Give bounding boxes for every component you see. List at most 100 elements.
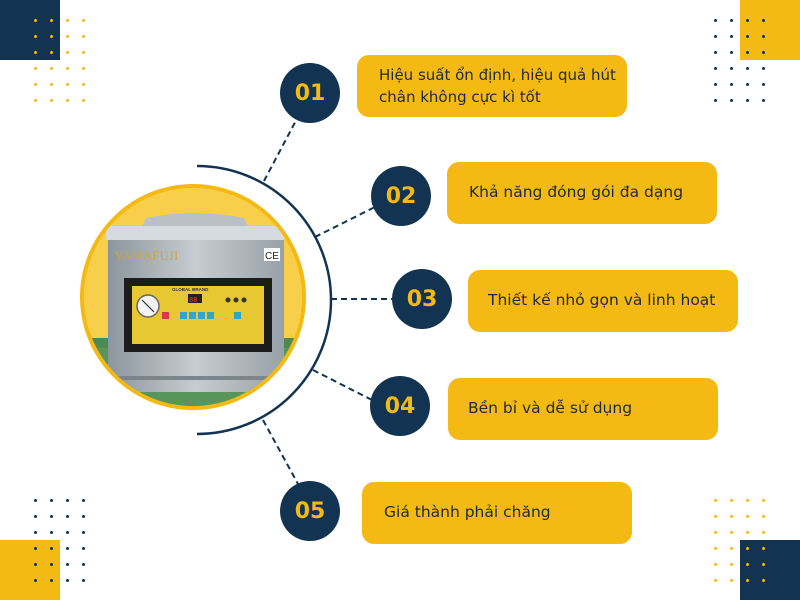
decor-dot (762, 83, 765, 86)
feature-number-05: 05 (280, 481, 340, 541)
decor-dot (34, 35, 37, 38)
decor-dot (82, 19, 85, 22)
panel-label: GLOBAL BRAND (172, 287, 209, 292)
decor-dot (730, 563, 733, 566)
decor-dot (50, 515, 53, 518)
feature-box-02: Khả năng đóng gói đa dạng (447, 162, 717, 224)
decor-dot (730, 67, 733, 70)
connector-04 (312, 369, 373, 401)
feature-number-03: 03 (392, 269, 452, 329)
dot-grid-top-left (34, 19, 98, 115)
decor-dot (746, 99, 749, 102)
feature-number-01: 01 (280, 63, 340, 123)
decor-dot (50, 579, 53, 582)
decor-dot (714, 531, 717, 534)
decor-dot (714, 99, 717, 102)
decor-dot (66, 515, 69, 518)
decor-dot (66, 499, 69, 502)
decor-dot (34, 563, 37, 566)
feature-number-02: 02 (371, 166, 431, 226)
decor-dot (82, 579, 85, 582)
decor-dot (34, 579, 37, 582)
feature-text: Hiệu suất ổn định, hiệu quả hút chân khô… (379, 65, 616, 107)
display-value: 88 (189, 296, 197, 304)
decor-dot (746, 563, 749, 566)
decor-dot (746, 547, 749, 550)
corner-square-bottom-right (740, 540, 800, 600)
decor-dot (714, 563, 717, 566)
connector-02 (314, 206, 376, 238)
decor-dot (34, 499, 37, 502)
corner-square-top-left (0, 0, 60, 60)
decor-dot (714, 19, 717, 22)
decor-dot (66, 19, 69, 22)
decor-dot (730, 19, 733, 22)
decor-dot (82, 35, 85, 38)
decor-dot (746, 499, 749, 502)
connector-01 (263, 112, 301, 182)
decor-dot (66, 579, 69, 582)
feature-box-01: Hiệu suất ổn định, hiệu quả hút chân khô… (357, 55, 627, 117)
decor-dot (50, 499, 53, 502)
feature-number-label: 05 (294, 498, 326, 524)
feature-box-03: Thiết kế nhỏ gọn và linh hoạt (468, 270, 738, 332)
decor-dot (66, 83, 69, 86)
decor-dot (82, 499, 85, 502)
decor-dot (746, 67, 749, 70)
dot-grid-bottom-left (34, 499, 98, 595)
decor-dot (714, 67, 717, 70)
feature-text: Bền bỉ và dễ sử dụng (468, 399, 633, 418)
decor-dot (50, 531, 53, 534)
decor-dot (762, 547, 765, 550)
decor-dot (82, 531, 85, 534)
decor-dot (746, 19, 749, 22)
decor-dot (762, 35, 765, 38)
decor-dot (762, 99, 765, 102)
decor-dot (762, 67, 765, 70)
ce-mark: CE (265, 251, 279, 262)
feature-text: Thiết kế nhỏ gọn và linh hoạt (488, 291, 716, 310)
corner-square-bottom-left (0, 540, 60, 600)
brand-label: YAMAFUJI (114, 248, 178, 263)
dot-grid-top-right (714, 19, 778, 115)
decor-dot (714, 547, 717, 550)
decor-dot (762, 563, 765, 566)
product-photo: YAMAFUJI CE 88 GLOBAL BRAND (80, 184, 306, 410)
decor-dot (82, 99, 85, 102)
feature-number-label: 02 (385, 183, 417, 209)
decor-dot (50, 83, 53, 86)
decor-dot (714, 515, 717, 518)
decor-dot (34, 531, 37, 534)
decor-dot (746, 531, 749, 534)
decor-dot (730, 531, 733, 534)
decor-dot (730, 547, 733, 550)
decor-dot (82, 563, 85, 566)
feature-text: Giá thành phải chăng (384, 503, 551, 522)
feature-number-label: 01 (294, 80, 326, 106)
decor-dot (82, 51, 85, 54)
decor-dot (50, 563, 53, 566)
decor-dot (746, 51, 749, 54)
decor-dot (66, 67, 69, 70)
decor-dot (50, 35, 53, 38)
corner-square-top-right (740, 0, 800, 60)
feature-box-04: Bền bỉ và dễ sử dụng (448, 378, 718, 440)
decor-dot (730, 35, 733, 38)
decor-dot (730, 83, 733, 86)
feature-box-05: Giá thành phải chăng (362, 482, 632, 544)
decor-dot (66, 563, 69, 566)
decor-dot (66, 51, 69, 54)
decor-dot (50, 51, 53, 54)
decor-dot (762, 499, 765, 502)
feature-number-label: 04 (384, 393, 416, 419)
decor-dot (82, 83, 85, 86)
decor-dot (34, 515, 37, 518)
decor-dot (82, 67, 85, 70)
decor-dot (730, 99, 733, 102)
decor-dot (746, 83, 749, 86)
decor-dot (82, 515, 85, 518)
decor-dot (714, 35, 717, 38)
decor-dot (66, 531, 69, 534)
decor-dot (746, 515, 749, 518)
decor-dot (66, 99, 69, 102)
